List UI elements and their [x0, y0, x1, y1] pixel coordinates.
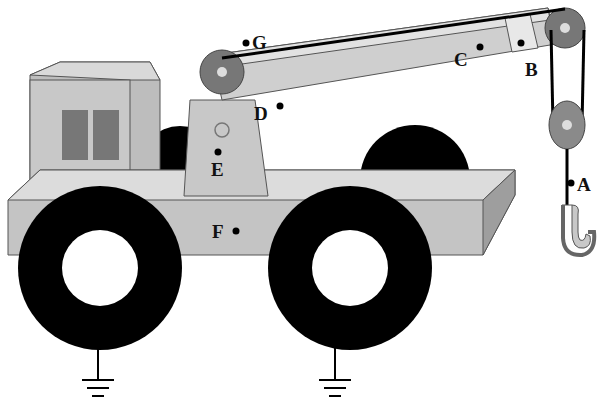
cab-window [93, 110, 119, 160]
pulley-block [549, 101, 585, 149]
point-label: D [254, 104, 268, 123]
point-label: E [211, 160, 224, 179]
pulley-axle [562, 120, 572, 130]
pulley-axle [560, 23, 570, 33]
point-label: C [454, 50, 468, 69]
ground-symbol [319, 345, 351, 396]
point-dots [215, 40, 575, 235]
cab-window [62, 110, 88, 160]
cable [582, 30, 584, 125]
point-label: A [577, 175, 591, 194]
boom-mount [184, 100, 268, 196]
point-label: F [212, 222, 224, 241]
boom-sleeve [505, 14, 538, 52]
cable [222, 9, 565, 58]
wheel [268, 186, 432, 350]
point-label: G [252, 33, 267, 52]
hook [562, 205, 590, 248]
pulley-axle [217, 67, 227, 77]
wheel-hub [312, 230, 388, 306]
hook [563, 205, 594, 255]
chassis-end [483, 170, 515, 255]
pivot [215, 123, 229, 137]
crane-boom [212, 8, 556, 100]
cab-roof [30, 62, 160, 80]
wheel-hub [62, 230, 138, 306]
point-label: B [525, 60, 538, 79]
hook-rod [566, 149, 569, 205]
ground-symbol [82, 345, 114, 396]
wheel [18, 186, 182, 350]
